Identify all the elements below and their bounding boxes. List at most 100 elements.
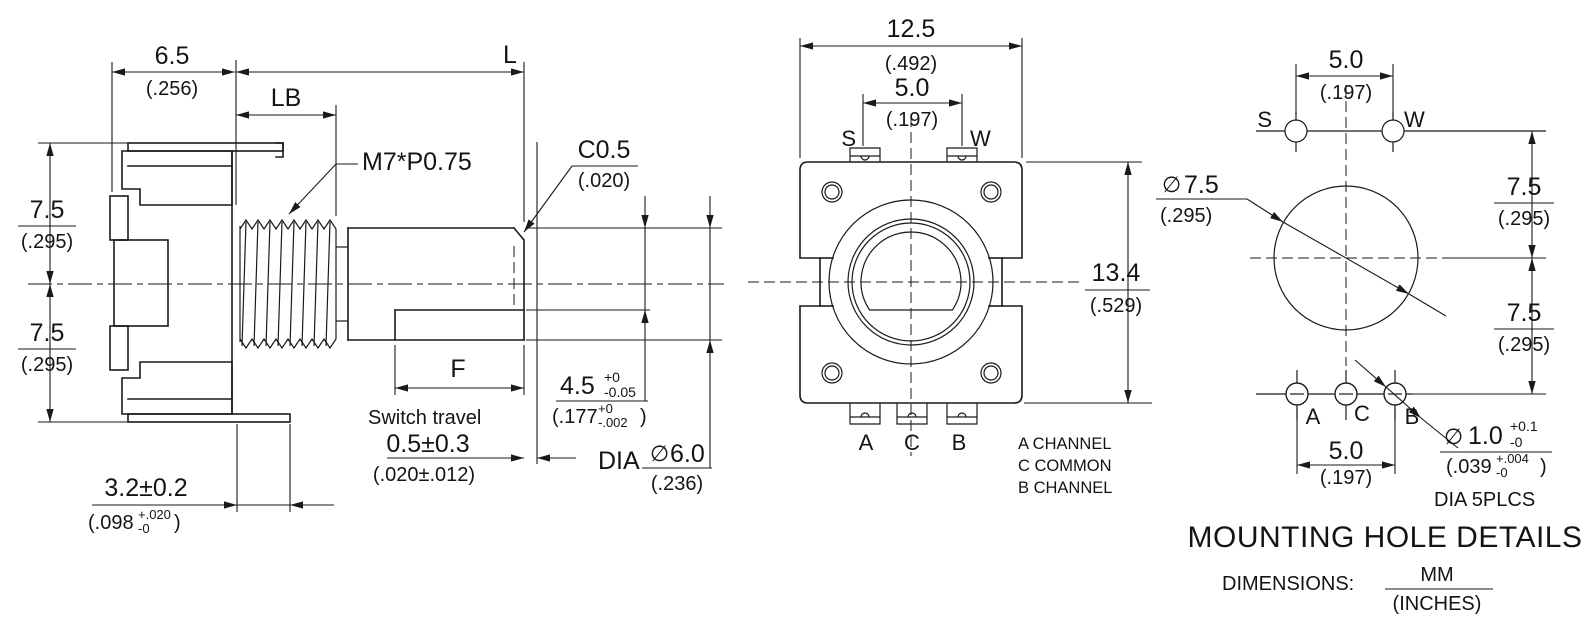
dim-terminal-offset: 3.2±0.2 (.098 +.020 -0 ) (88, 474, 188, 536)
dim-half-height-upper: 7.5 (.295) (18, 196, 76, 253)
dim-shaft-hole: ∅ 7.5 (.295) (1160, 171, 1219, 227)
dim-width-mm: 12.5 (887, 15, 936, 43)
dim-width-in: (.492) (885, 53, 937, 75)
dim-shaft-dia-mm: 6.0 (670, 440, 705, 468)
dimensions-label: DIMENSIONS: (1222, 573, 1354, 595)
dim-acb-pitch-mm: 5.0 (1329, 437, 1364, 465)
dim-shaft-dia-in: (.236) (651, 473, 703, 495)
dim-switch-travel-in: (.020±.012) (373, 464, 475, 486)
dim-flat-height-in: (.177 (552, 406, 598, 428)
switch-travel-label: Switch travel (368, 407, 481, 429)
dim-terminal-hole-in-tol-plus: +.004 (1496, 451, 1529, 466)
front-rotor-circles (828, 199, 994, 365)
units-note: DIMENSIONS: MM (INCHES) (1222, 564, 1493, 615)
dim-half-height-lower: 7.5 (.295) (18, 319, 76, 376)
dim-terminal-hole: ∅ 1.0 +0.1 -0 (.039 +.004 -0 ) DIA 5PLCS (1434, 418, 1547, 511)
dim-half-height-lower-in: (.295) (21, 354, 73, 376)
dim-terminal-offset-mm: 3.2±0.2 (104, 474, 187, 502)
dim-terminal-hole-tol-minus: -0 (1510, 434, 1523, 450)
dim-mount-sw-pitch-in: (.197) (1320, 82, 1372, 104)
mounting-dimension-lines (1156, 64, 1552, 474)
dim-switch-travel-mm: 0.5±0.3 (386, 430, 469, 458)
dim-flat-height-tol-minus: -0.05 (604, 384, 636, 400)
mounting-centerlines (1250, 85, 1458, 366)
front-corner-holes (821, 181, 1002, 384)
dim-flat-height: 4.5 +0 -0.05 (.177 +0 -.002 ) (552, 369, 647, 430)
dim-sw-pitch-mm: 5.0 (895, 74, 930, 102)
dim-height-mm: 13.4 (1092, 259, 1141, 287)
dim-terminal-hole-tol-plus: +0.1 (1510, 418, 1538, 434)
dim-terminal-hole-mm: 1.0 (1468, 422, 1503, 450)
legend-a-channel: A CHANNEL (1018, 435, 1112, 453)
dim-flat-height-in-close: ) (640, 406, 647, 428)
dim-body-depth-in: (.256) (146, 78, 198, 100)
mounting-view-title: MOUNTING HOLE DETAILS (1188, 521, 1583, 554)
terminal-c-label: C (904, 430, 920, 455)
dim-flat-height-mm: 4.5 (560, 372, 595, 400)
dim-offset-upper-in: (.295) (1498, 208, 1550, 230)
diameter-symbol-icon: ∅ (1162, 172, 1181, 197)
mount-terminal-c-label: C (1354, 401, 1370, 426)
front-terminals (849, 147, 978, 425)
mounting-hole-view: 5.0 (.197) S W ∅ 7.5 (.295) 7.5 (.295) 7… (1156, 46, 1583, 554)
terminal-w-label: W (970, 126, 991, 151)
dim-half-height-upper-in: (.295) (21, 231, 73, 253)
dim-terminal-offset-in: (.098 (88, 512, 134, 534)
shaft-outline (347, 226, 526, 341)
dim-offset-lower-in: (.295) (1498, 334, 1550, 356)
thread-spec-label: M7*P0.75 (362, 148, 472, 176)
front-view-centerlines (748, 116, 1080, 456)
dim-chamfer-mm: C0.5 (578, 136, 631, 164)
dim-terminal-hole-in-tol-minus: -0 (1496, 465, 1508, 480)
front-view: 12.5 (.492) 5.0 (.197) S W 13.4 (.529) A… (748, 15, 1152, 497)
dim-height-in: (.529) (1090, 295, 1142, 317)
mounting-holes (1256, 112, 1546, 420)
dim-terminal-offset-in-tol-minus: -0 (138, 521, 150, 536)
encoder-body-outline (109, 142, 291, 423)
diameter-symbol-icon: ∅ (650, 441, 669, 466)
front-body-outline (799, 161, 1023, 404)
dim-shaft-length-label: L (503, 41, 517, 69)
terminal-s-label: S (841, 126, 856, 151)
dim-terminal-hole-in: (.039 (1446, 456, 1492, 478)
dim-offset-lower-mm: 7.5 (1507, 299, 1542, 327)
side-view: 6.5 (.256) L LB M7*P0.75 C0.5 (.020) 7.5… (18, 41, 724, 536)
dim-offset-lower: 7.5 (.295) (1494, 299, 1554, 356)
mount-terminal-a-label: A (1306, 404, 1321, 429)
thread-bushing (239, 218, 348, 350)
dim-bushing-length-label: LB (271, 84, 302, 112)
mount-terminal-w-label: W (1404, 107, 1425, 132)
dim-flat-height-in-tol-minus: -.002 (598, 415, 628, 430)
mount-terminal-s-label: S (1257, 107, 1272, 132)
dim-chamfer-in: (.020) (578, 170, 630, 192)
side-view-dimension-lines (38, 60, 722, 512)
dim-terminal-hole-in-close: ) (1540, 456, 1547, 478)
mount-terminal-b-label: B (1405, 404, 1420, 429)
dim-offset-upper: 7.5 (.295) (1494, 173, 1554, 230)
dim-terminal-hole-note: DIA 5PLCS (1434, 489, 1535, 511)
terminal-b-label: B (952, 430, 967, 455)
dim-mount-sw-pitch-mm: 5.0 (1329, 46, 1364, 74)
terminal-a-label: A (859, 430, 874, 455)
dim-terminal-offset-in-close: ) (174, 512, 181, 534)
dim-acb-pitch-in: (.197) (1320, 467, 1372, 489)
dim-body-depth-mm: 6.5 (155, 42, 190, 70)
dim-shaft-dia: DIA ∅ 6.0 (.236) (598, 440, 705, 495)
legend-b-channel: B CHANNEL (1018, 479, 1112, 497)
legend-c-common: C COMMON (1018, 457, 1112, 475)
dim-offset-upper-mm: 7.5 (1507, 173, 1542, 201)
dim-terminal-offset-in-tol-plus: +.020 (138, 507, 171, 522)
units-mm-label: MM (1420, 564, 1453, 586)
diameter-symbol-icon: ∅ (1444, 424, 1463, 449)
dim-flat-height-in-tol-plus: +0 (598, 401, 613, 416)
dim-shaft-hole-in: (.295) (1160, 205, 1212, 227)
dim-sw-pitch-in: (.197) (886, 109, 938, 131)
dim-half-height-lower-mm: 7.5 (30, 319, 65, 347)
dim-shaft-hole-mm: 7.5 (1184, 171, 1219, 199)
channel-legend: A CHANNEL C COMMON B CHANNEL (1018, 435, 1112, 497)
dim-shaft-dia-prefix: DIA (598, 447, 640, 475)
dim-half-height-upper-mm: 7.5 (30, 196, 65, 224)
units-inches-label: (INCHES) (1393, 593, 1482, 615)
